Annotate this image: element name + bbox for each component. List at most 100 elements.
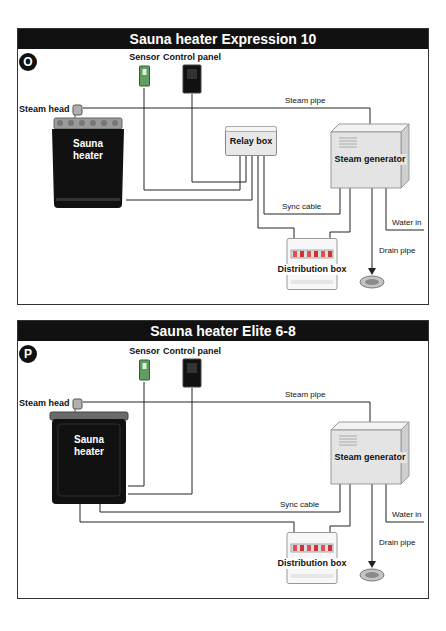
breaker — [328, 251, 332, 257]
node-label: Steam generator — [333, 154, 406, 165]
panel-frame — [18, 29, 429, 305]
node-label: Distribution box — [277, 264, 348, 275]
node-label: Sauna heater — [66, 138, 110, 162]
heater-body — [52, 419, 126, 504]
generator-top — [331, 124, 409, 132]
node-label: Sauna heater — [66, 434, 112, 458]
breaker — [321, 545, 325, 551]
panel-letter: P — [19, 345, 37, 363]
panel-letter: O — [19, 53, 37, 71]
sensor-body — [140, 360, 150, 380]
sensor-body — [140, 66, 150, 86]
connector-line — [330, 484, 350, 532]
node-label: Control panel — [163, 52, 221, 63]
generator-top — [331, 422, 409, 430]
heater-stone — [90, 120, 96, 126]
heater-base-stripe — [56, 198, 120, 201]
control-panel-screen — [187, 69, 197, 79]
generator-vent — [339, 144, 357, 145]
generator-vent — [339, 445, 357, 446]
node-label: Sauna heater Elite 6-8 — [150, 321, 296, 341]
heater-stone — [57, 120, 63, 126]
generator-vent — [339, 141, 357, 142]
heater-top — [50, 412, 128, 420]
letter-circle — [19, 345, 37, 363]
relay-box-lid — [226, 127, 277, 132]
generator-vent — [339, 436, 357, 437]
breaker — [300, 545, 304, 551]
water-pipe-line — [386, 484, 424, 522]
connector-line — [264, 156, 340, 214]
node-label: Sensor — [129, 52, 160, 63]
breaker — [293, 545, 297, 551]
floor-drain-grate — [365, 279, 379, 285]
generator-vent — [339, 138, 357, 139]
connector-line — [80, 504, 294, 532]
control-panel-device: Control panel — [161, 52, 223, 94]
floor-drain — [360, 276, 384, 288]
node-label: Sauna heater Expression 10 — [130, 29, 317, 49]
pipe-label: Drain pipe — [378, 538, 416, 548]
breaker — [321, 251, 325, 257]
connector-line — [126, 156, 252, 200]
steam-generator: Steam generator — [331, 124, 409, 188]
letter-circle — [19, 53, 37, 71]
edge-label: Steam pipe — [284, 96, 326, 106]
steam-head-nozzle — [73, 399, 82, 409]
connector-line — [100, 484, 340, 512]
floor-drain-grate — [365, 572, 379, 578]
distribution-box: Distribution box — [270, 532, 354, 584]
connector-line — [128, 382, 144, 486]
generator-vent — [339, 147, 357, 148]
heater-panel — [58, 424, 120, 496]
generator-vent — [339, 439, 357, 440]
breaker — [328, 545, 332, 551]
pipe-label: Water in — [391, 510, 423, 520]
edge-label: Sync cable — [279, 500, 320, 510]
breaker — [293, 251, 297, 257]
control-panel-screen — [187, 363, 197, 373]
control-panel-device: Control panel — [161, 346, 223, 388]
title-band: Sauna heater Elite 6-8 — [18, 321, 428, 341]
node-label: Steam head — [19, 398, 70, 409]
node-label: Relay box — [230, 126, 273, 156]
connector-line — [258, 156, 294, 238]
heater-stones — [54, 118, 122, 129]
relay-box: Relay box — [225, 126, 277, 156]
node-label: Steam generator — [333, 452, 406, 463]
connector-line — [330, 188, 350, 238]
sensor-detail — [143, 363, 147, 369]
generator-vent — [339, 442, 357, 443]
heater-stone — [101, 120, 107, 126]
breaker — [307, 251, 311, 257]
node-shape — [50, 412, 128, 504]
floor-drain — [360, 569, 384, 581]
control-panel-body — [183, 359, 201, 387]
drain-arrow — [368, 268, 376, 275]
connector-line — [128, 388, 192, 494]
sensor-device: Sensor — [127, 52, 162, 88]
node-label: O — [23, 53, 32, 71]
heater-stone — [68, 120, 74, 126]
panel-frame — [18, 321, 429, 599]
heater-body — [52, 129, 124, 208]
sauna-heater: Sauna heater — [50, 412, 128, 504]
steam-head-device: Steam head — [19, 396, 83, 412]
breaker — [307, 545, 311, 551]
drain-pipe-line — [372, 188, 373, 270]
title-band: Sauna heater Expression 10 — [18, 29, 428, 49]
steam-head-nozzle — [73, 105, 82, 115]
breaker — [314, 251, 318, 257]
node-label: Steam head — [19, 104, 70, 115]
sensor-device: Sensor — [127, 346, 162, 382]
sauna-heater: Sauna heater — [50, 118, 126, 208]
sensor-detail — [143, 69, 147, 75]
drain-pipe-line — [372, 484, 373, 563]
steam-head-device: Steam head — [19, 102, 83, 118]
control-panel-body — [183, 65, 201, 93]
heater-stone — [112, 120, 118, 126]
cabinet-rail — [291, 280, 333, 284]
